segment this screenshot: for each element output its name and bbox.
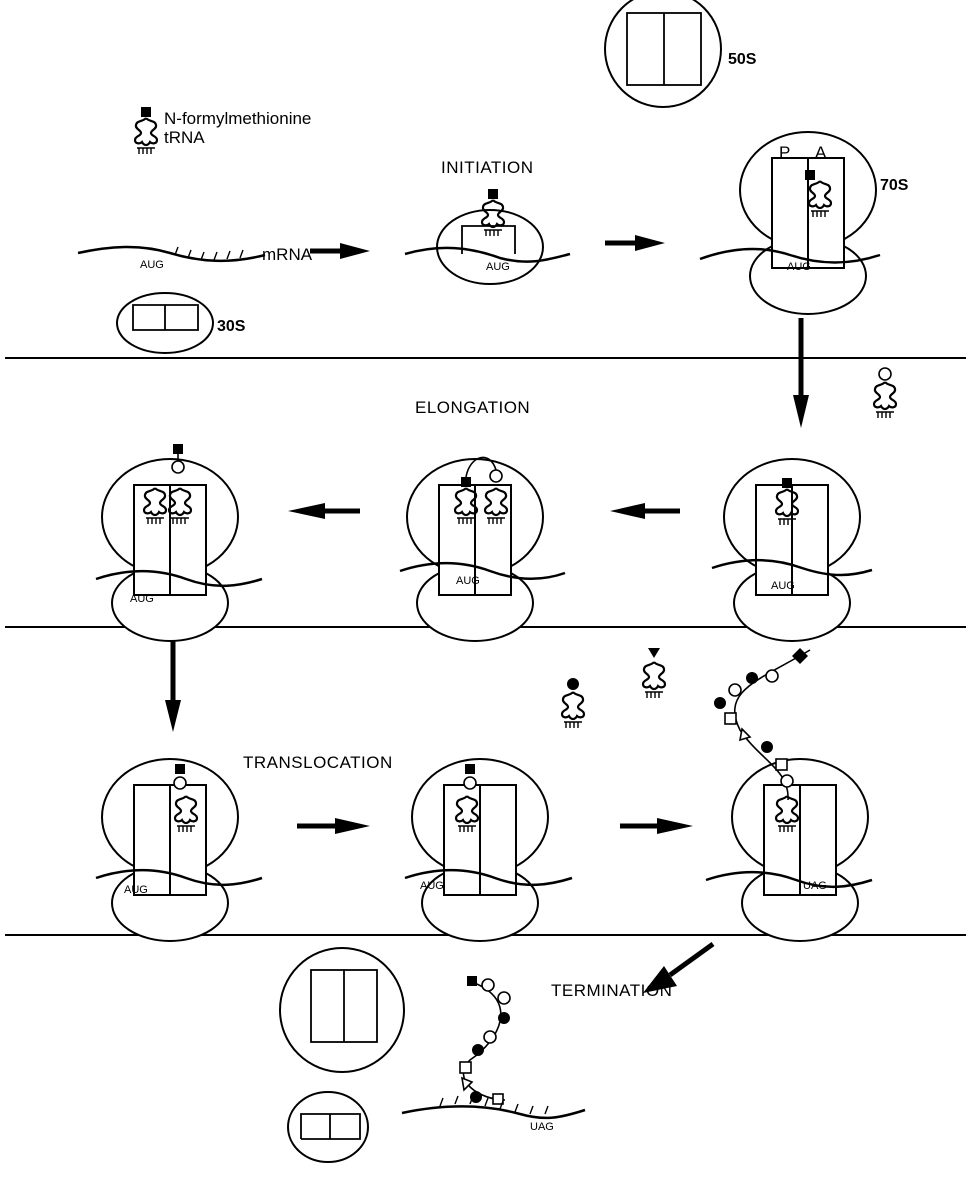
released-50s-subunit [280,948,404,1072]
aug-codon-label: AUG [130,593,154,605]
trna-label-line1: N-formylmethionine [164,109,311,128]
ribosome-elongation-3: AUG [96,444,262,641]
arrow-initiation-1 [310,243,370,259]
arrow-down-1 [793,318,809,428]
arrow-left-2 [288,503,360,519]
released-polypeptide [460,976,510,1104]
aug-codon-label: AUG [771,580,795,592]
arrow-down-2 [165,640,181,732]
mrna-strand: AUG mRNA [78,245,313,271]
large-subunit-50s: 50S [605,0,757,107]
ribosome-70s: P A 70S AUG [700,132,909,314]
ribosome-elongation-1: AUG [712,459,872,641]
aug-codon-label: AUG [420,880,444,892]
fmet-trna-legend: N-formylmethionine tRNA [135,107,311,154]
a-site-label: A [815,143,827,162]
initiation-complex: AUG [405,189,570,284]
uag-codon-label: UAG [530,1121,554,1133]
aug-codon-label: AUG [140,259,164,271]
aug-codon-label: AUG [787,261,811,273]
small-subunit-30s: 30S [117,293,246,353]
ribosome-translocation-2: AUG [405,759,572,941]
ribosome-elongation-2: AUG [400,457,565,641]
incoming-aminoacyl-trna [874,368,896,418]
mrna-label: mRNA [262,245,313,264]
free-charged-trnas [562,648,665,728]
ribosome-translocation-3: UAG [706,648,872,941]
aug-codon-label: AUG [456,575,480,587]
aug-codon-label: AUG [124,884,148,896]
stage-termination: TERMINATION [551,981,672,1000]
arrow-right-t1 [297,818,370,834]
label-30s: 30S [217,318,246,335]
ribosome-translocation-1: AUG [96,759,262,941]
released-30s-subunit [288,1092,368,1162]
aug-codon-label: AUG [486,261,510,273]
trna-label-line2: tRNA [164,128,205,147]
stage-translocation: TRANSLOCATION [243,753,393,772]
arrow-right-t2 [620,818,693,834]
arrow-initiation-2 [605,235,665,251]
stage-initiation: INITIATION [441,158,534,177]
arrow-left-1 [610,503,680,519]
stage-elongation: ELONGATION [415,398,530,417]
uag-codon-label: UAG [803,880,827,892]
p-site-label: P [779,143,790,162]
label-70s: 70S [880,177,909,194]
label-50s: 50S [728,51,757,68]
